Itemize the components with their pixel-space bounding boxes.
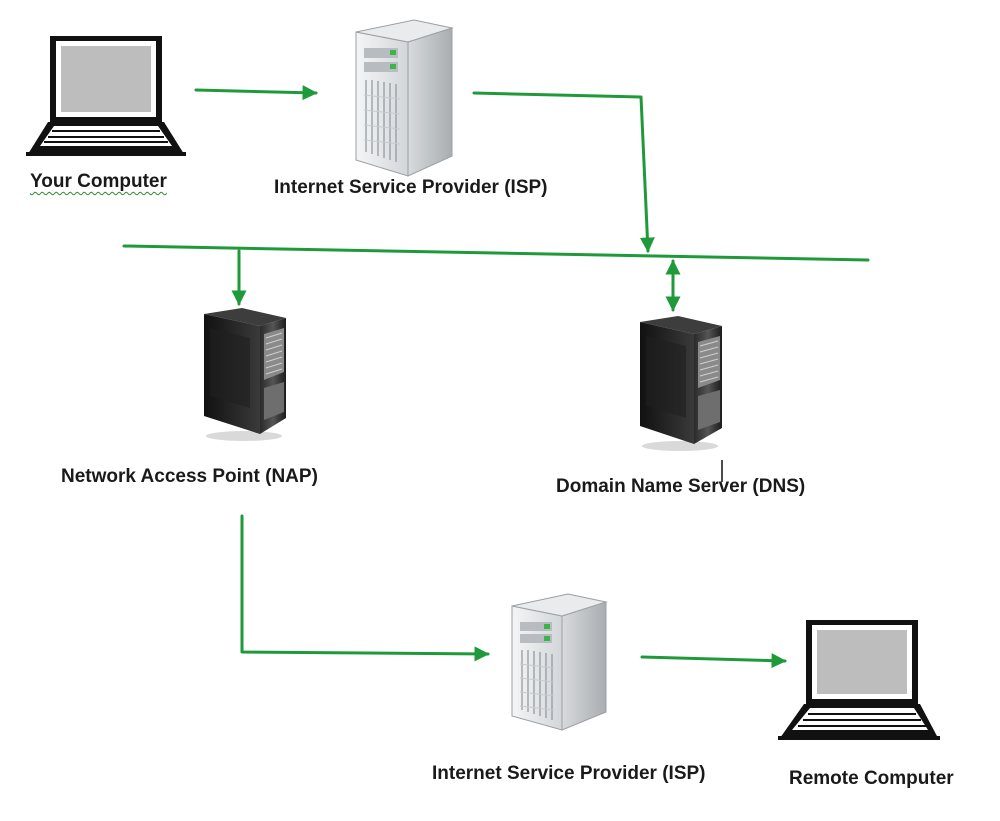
laptop-icon (26, 36, 186, 156)
dark-server-icon (640, 316, 722, 451)
dark-server-icon (204, 308, 286, 441)
server-tower-icon (355, 19, 454, 177)
connector-computer-to-isp (194, 85, 318, 101)
dns-label: Domain Name Server (DNS) (556, 476, 806, 497)
isp-bottom-label: Internet Service Provider (ISP) (432, 763, 706, 784)
internet-backbone-line (122, 244, 870, 262)
remote-computer-label: Remote Computer (789, 768, 954, 789)
connector-isp-to-backbone (472, 91, 655, 253)
connector-isp-to-remote (640, 653, 787, 669)
connector-nap-to-isp (240, 514, 490, 662)
connectors (122, 85, 870, 669)
nap-label: Network Access Point (NAP) (61, 466, 318, 487)
your-computer-label: Your Computer (30, 171, 167, 192)
laptop-icon (778, 620, 940, 740)
isp-top-label: Internet Service Provider (ISP) (274, 177, 548, 198)
server-tower-icon (511, 593, 608, 731)
